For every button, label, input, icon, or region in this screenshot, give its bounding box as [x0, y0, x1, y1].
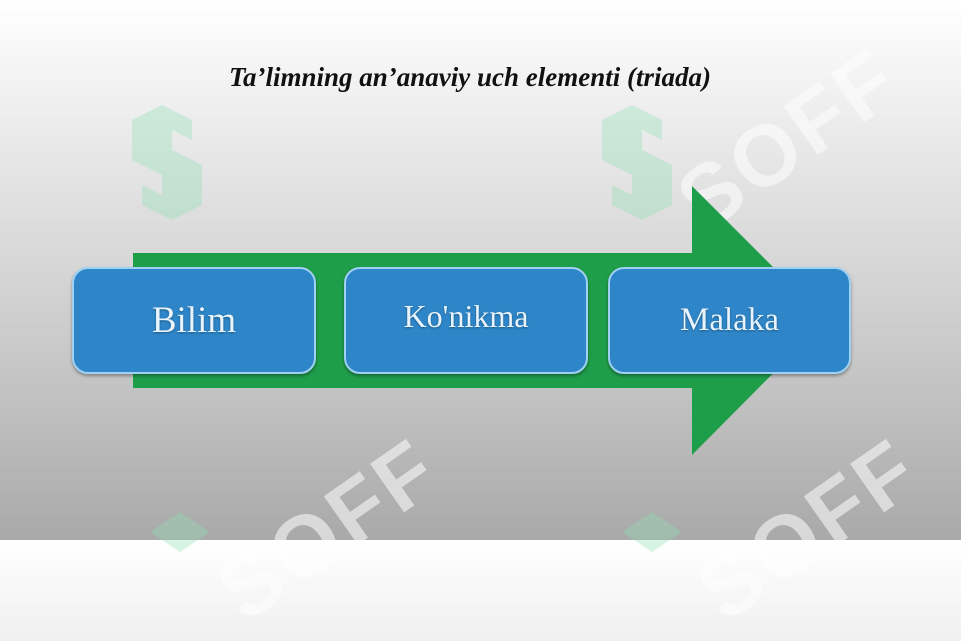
diagram-box-label: Bilim — [151, 300, 237, 341]
slide-title: Ta’limning an’anaviy uch elementi (triad… — [228, 62, 712, 92]
slide: SOFF SOFF SOFF Ta’limning an’anaviy uch … — [72, 62, 851, 552]
diagram-box-bilim: Bilim — [72, 267, 316, 374]
watermark-logo-icon — [132, 105, 202, 220]
diagram-box-konikma: Ko'nikma — [344, 267, 588, 374]
diagram-box-malaka: Malaka — [608, 267, 851, 374]
diagram-box-label: Malaka — [680, 302, 779, 338]
watermark-logo-icon — [602, 105, 672, 220]
diagram-box-label: Ko'nikma — [403, 298, 529, 334]
